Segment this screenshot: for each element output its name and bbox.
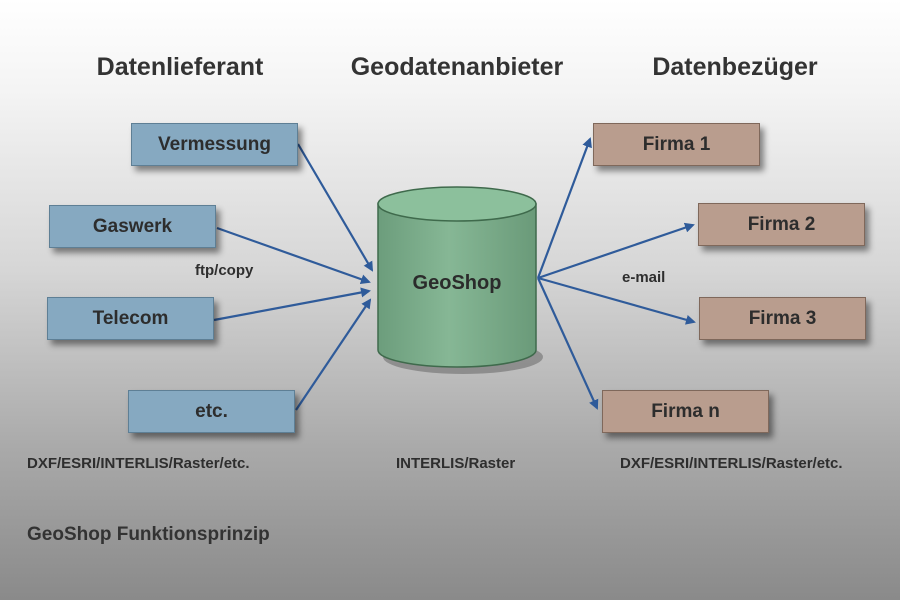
heading-datenlieferant: Datenlieferant [96,53,264,81]
heading-geodatenanbieter: Geodatenanbieter [350,53,564,81]
arrow-telecom-to-geoshop [213,287,371,322]
formats-consumer: DXF/ESRI/INTERLIS/Raster/etc. [620,455,843,472]
destination-firma-n: Firma n [602,390,769,433]
arrow-geoshop-to-firma-1 [536,137,592,279]
arrow-etc-to-geoshop [295,298,372,411]
source-vermessung: Vermessung [131,123,298,166]
label-ftp-copy: ftp/copy [195,262,254,279]
formats-supplier: DXF/ESRI/INTERLIS/Raster/etc. [27,455,250,472]
source-etc: etc. [128,390,295,433]
arrow-geoshop-to-firma-n [536,277,599,410]
geoshop-label: GeoShop [412,272,502,294]
diagram-title: GeoShop Funktionsprinzip [27,524,270,545]
arrow-geoshop-to-firma-2 [537,222,695,280]
arrow-gaswerk-to-geoshop [216,226,371,285]
geoshop-cylinder-top [377,186,537,222]
label-e-mail: e-mail [622,269,666,286]
formats-provider: INTERLIS/Raster [396,455,516,472]
destination-firma-2: Firma 2 [698,203,865,246]
arrow-geoshop-to-firma-3 [537,276,696,325]
heading-datenbezueger: Datenbezüger [652,53,818,81]
source-telecom: Telecom [47,297,214,340]
destination-firma-1: Firma 1 [593,123,760,166]
source-gaswerk: Gaswerk [49,205,216,248]
arrow-vermessung-to-geoshop [297,143,374,272]
geoshop-cylinder-body [377,203,537,368]
destination-firma-3: Firma 3 [699,297,866,340]
